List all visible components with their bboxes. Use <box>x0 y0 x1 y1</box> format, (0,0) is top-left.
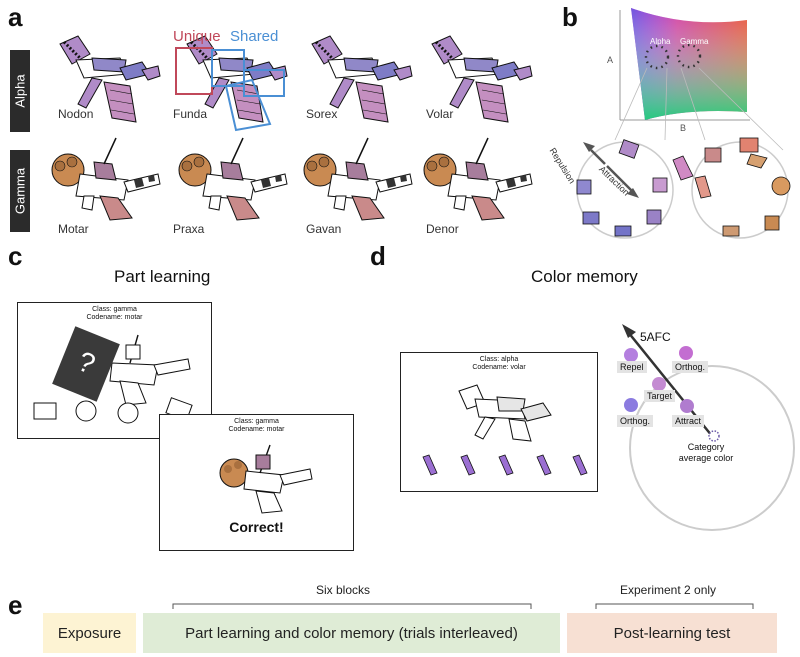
row-label-gamma: Gamma <box>12 167 28 215</box>
cluster-label-gamma: Gamma <box>680 37 709 46</box>
panel-label-e: e <box>8 590 23 620</box>
cluster-label-alpha: Alpha <box>650 37 671 46</box>
shared-label: Shared <box>230 28 279 45</box>
row-label-alpha: Alpha <box>12 74 28 108</box>
screen2-codename: Codename: motar <box>228 426 285 434</box>
option-target-label: Target <box>644 390 676 402</box>
creature-name-funda: Funda <box>173 107 208 121</box>
creature-name-gavan: Gavan <box>306 222 342 236</box>
panel-label-b: b <box>562 2 578 32</box>
phase-post-learning-test: Post-learning test <box>567 613 777 653</box>
color-memory-title: Color memory <box>531 267 638 286</box>
feedback-correct: Correct! <box>229 519 284 535</box>
row-tab-gamma: Gamma <box>11 156 29 226</box>
screen1-creature <box>33 334 193 424</box>
screen1-class: Class: gamma <box>92 306 137 313</box>
phase-exposure: Exposure <box>43 613 136 653</box>
screen1-codename: Codename: motar <box>86 314 143 322</box>
experiment-2-only-label: Experiment 2 only <box>620 583 717 597</box>
timeline-brackets <box>172 603 754 609</box>
panel-label-a: a <box>8 2 23 32</box>
six-blocks-label: Six blocks <box>316 583 371 597</box>
row-tab-alpha: Alpha <box>11 56 29 126</box>
option-orthog-bottom-label: Orthog. <box>617 415 654 427</box>
creature-name-praxa: Praxa <box>173 222 205 236</box>
color-memory-screen: Class: alpha Codename: volar <box>400 352 598 492</box>
creature-name-sorex: Sorex <box>306 107 338 121</box>
axis-label-a: A <box>607 55 614 65</box>
color-memory-creature <box>422 384 588 476</box>
category-average-line1: Category <box>687 442 725 452</box>
option-orthog-top-label: Orthog. <box>672 361 709 373</box>
creature-name-nodon: Nodon <box>58 107 94 121</box>
category-average-label: Category average color <box>676 442 736 464</box>
option-repel-label: Repel <box>617 361 647 373</box>
screen2-class: Class: gamma <box>234 418 279 425</box>
unique-label: Unique <box>173 28 221 45</box>
panel-label-d: d <box>370 241 386 271</box>
category-average-line2: average color <box>678 452 734 463</box>
screen-codename-volar: Codename: volar <box>472 364 526 372</box>
creature-name-volar: Volar <box>426 107 454 121</box>
panel-a-graphics <box>10 34 534 232</box>
creature-name-denor: Denor <box>426 222 459 236</box>
creature-name-motar: Motar <box>58 222 89 236</box>
five-afc-diagram <box>622 324 795 531</box>
afc-label: 5AFC <box>640 330 671 344</box>
part-learning-title: Part learning <box>114 267 211 286</box>
option-attract-label: Attract <box>672 415 705 427</box>
screen2-creature <box>219 444 313 514</box>
panel-b-graphics <box>576 8 791 239</box>
panel-label-c: c <box>8 241 23 271</box>
axis-label-b: B <box>680 123 687 133</box>
screen-class-alpha: Class: alpha <box>479 356 519 363</box>
phase-part-learning-color-memory: Part learning and color memory (trials i… <box>143 613 560 653</box>
part-learning-screen-2: Class: gamma Codename: motar Correct! <box>159 414 354 551</box>
